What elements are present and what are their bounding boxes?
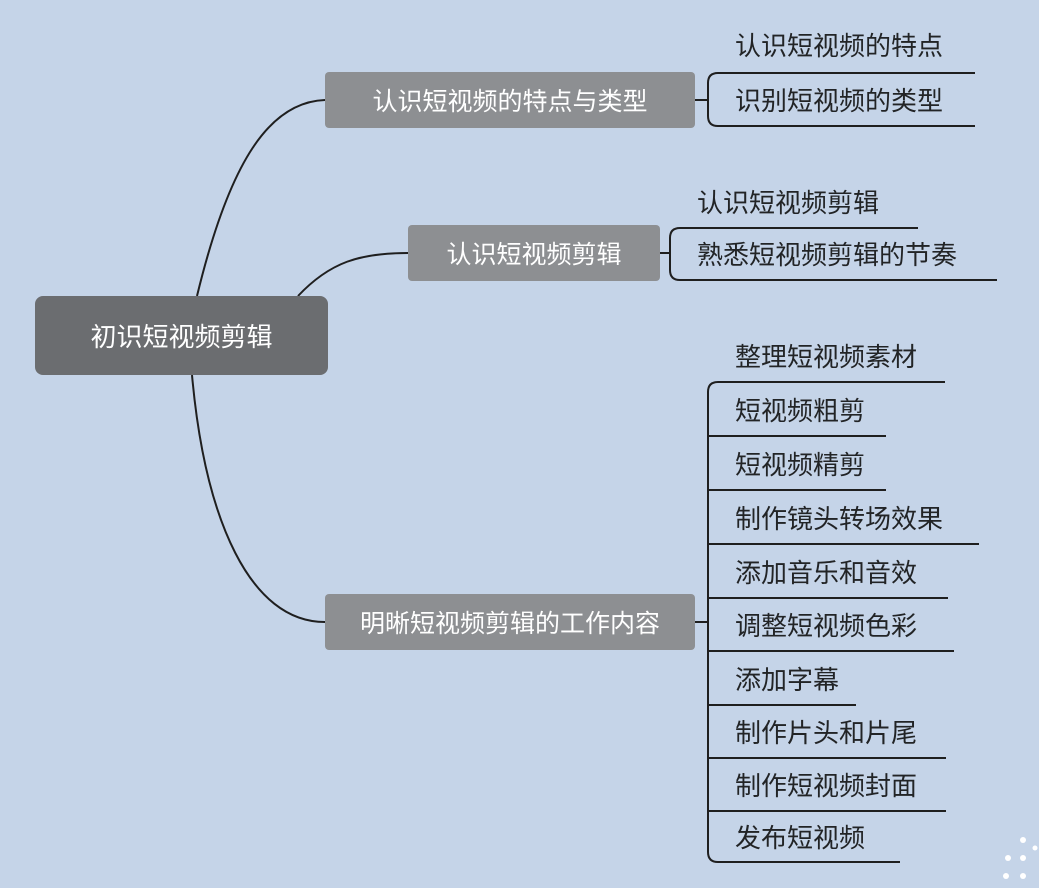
leaf-node: 短视频精剪 (735, 451, 866, 481)
connector-root-b1 (196, 99, 326, 297)
branch-node-work-content: 明晰短视频剪辑的工作内容 (325, 594, 695, 650)
leaf-node: 添加音乐和音效 (735, 559, 918, 589)
branch-node-characteristics-types: 认识短视频的特点与类型 (325, 72, 695, 128)
leaf-node: 认识短视频的特点 (735, 32, 944, 62)
leaf-node: 制作片头和片尾 (735, 719, 918, 749)
leaf-node: 识别短视频的类型 (735, 87, 944, 117)
bracket-b1 (695, 72, 975, 127)
leaf-node: 添加字幕 (735, 666, 840, 696)
connector-root-b2 (297, 252, 409, 297)
leaf-node: 制作镜头转场效果 (735, 505, 944, 535)
leaf-node: 制作短视频封面 (735, 772, 918, 802)
leaf-node: 短视频粗剪 (735, 397, 866, 427)
bracket-b2 (660, 227, 997, 281)
root-node: 初识短视频剪辑 (35, 296, 328, 375)
leaf-node: 发布短视频 (735, 824, 866, 854)
leaf-node: 认识短视频剪辑 (697, 189, 880, 219)
leaf-node: 调整短视频色彩 (735, 612, 918, 642)
branch-node-understand-editing: 认识短视频剪辑 (408, 225, 660, 281)
leaf-node: 整理短视频素材 (735, 343, 918, 373)
connector-root-b3 (191, 374, 326, 623)
decorative-dots (1003, 837, 1038, 879)
leaf-node: 熟悉短视频剪辑的节奏 (697, 241, 958, 271)
bracket-b3 (695, 381, 979, 863)
